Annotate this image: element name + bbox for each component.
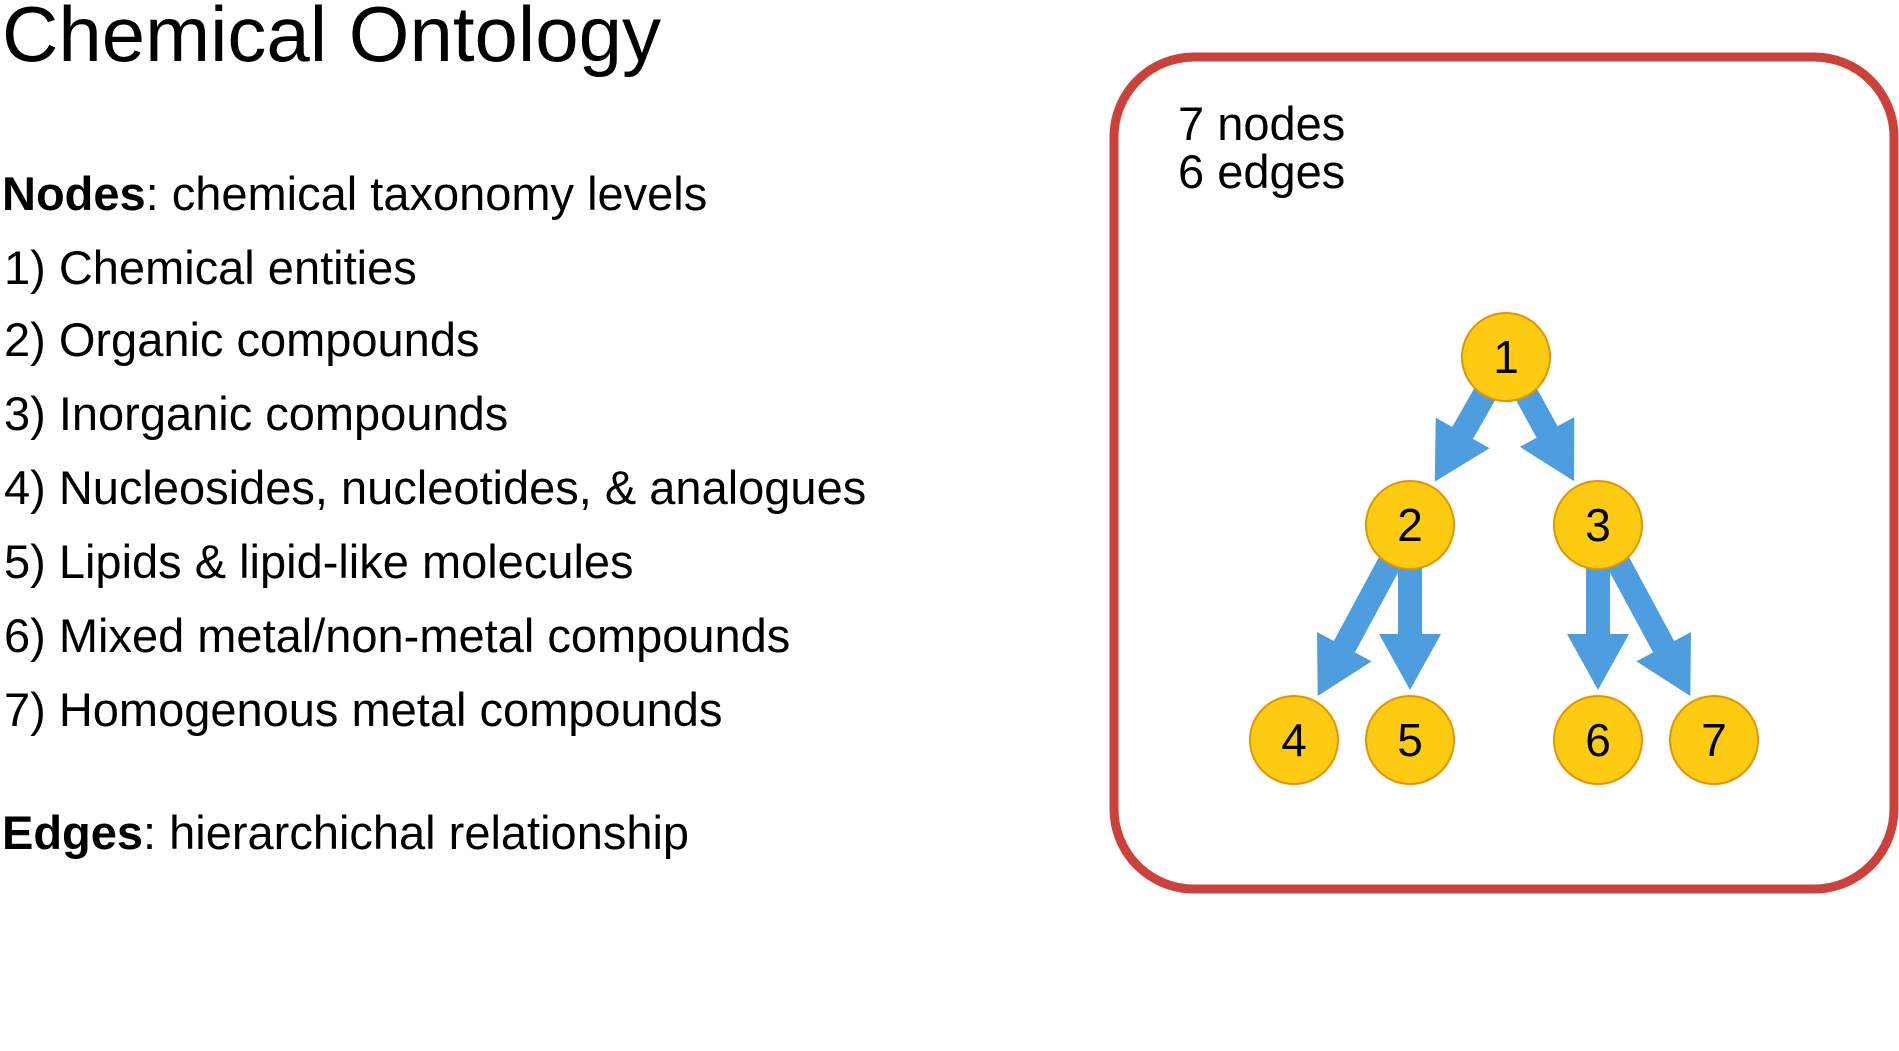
edge-arrow-2-4 bbox=[1317, 554, 1402, 696]
level-item-3: 3) Inorganic compounds bbox=[4, 387, 509, 440]
level-item-1: 1) Chemical entities bbox=[4, 241, 417, 294]
nodes-heading-line: Nodes: chemical taxonomy levels bbox=[2, 166, 707, 222]
node-circle-7 bbox=[1669, 695, 1759, 785]
level-item-5: 5) Lipids & lipid-like molecules bbox=[4, 535, 634, 588]
graph-node-5: 5 bbox=[1365, 695, 1455, 785]
edge-arrow-3-6 bbox=[1567, 565, 1629, 690]
level-item-7: 7) Homogenous metal compounds bbox=[4, 683, 723, 736]
node-label-2: 2 bbox=[1397, 499, 1423, 551]
level-item-4: 4) Nucleosides, nucleotides, & analogues bbox=[4, 461, 867, 514]
edge-arrow-3-7 bbox=[1606, 554, 1691, 696]
node-circle-3 bbox=[1553, 480, 1643, 570]
graph-frame bbox=[1109, 52, 1899, 894]
node-label-4: 4 bbox=[1281, 714, 1307, 766]
node-label-7: 7 bbox=[1701, 714, 1727, 766]
graph-node-7: 7 bbox=[1669, 695, 1759, 785]
edges-heading: Edges bbox=[2, 806, 144, 859]
node-label-1: 1 bbox=[1493, 331, 1519, 383]
graph-node-2: 2 bbox=[1365, 480, 1455, 570]
nodes-heading: Nodes bbox=[2, 167, 146, 220]
graph-node-3: 3 bbox=[1553, 480, 1643, 570]
node-circle-4 bbox=[1249, 695, 1339, 785]
node-circle-2 bbox=[1365, 480, 1455, 570]
edge-arrow-2-5 bbox=[1379, 565, 1441, 690]
edges-heading-line: Edges: hierarchichal relationship bbox=[2, 805, 689, 861]
graph-edges bbox=[1317, 385, 1691, 696]
nodes-description: : chemical taxonomy levels bbox=[145, 167, 708, 220]
node-label-3: 3 bbox=[1585, 499, 1611, 551]
node-label-5: 5 bbox=[1397, 714, 1423, 766]
node-count-label: 7 nodes bbox=[1178, 97, 1346, 150]
graph-node-4: 4 bbox=[1249, 695, 1339, 785]
level-item-6: 6) Mixed metal/non-metal compounds bbox=[4, 609, 791, 662]
graph-node-6: 6 bbox=[1553, 695, 1643, 785]
edges-description: : hierarchichal relationship bbox=[143, 806, 690, 859]
node-label-6: 6 bbox=[1585, 714, 1611, 766]
graph-node-1: 1 bbox=[1461, 312, 1551, 402]
node-circle-5 bbox=[1365, 695, 1455, 785]
node-circle-1 bbox=[1461, 312, 1551, 402]
edge-arrow-1-2 bbox=[1434, 385, 1497, 482]
edge-count-label: 6 edges bbox=[1178, 145, 1346, 198]
graph-nodes: 1 2 3 4 5 6 7 bbox=[1249, 312, 1759, 785]
edge-arrow-1-3 bbox=[1514, 386, 1575, 482]
node-circle-6 bbox=[1553, 695, 1643, 785]
page-title: Chemical Ontology bbox=[2, 0, 661, 78]
level-item-2: 2) Organic compounds bbox=[4, 313, 480, 366]
